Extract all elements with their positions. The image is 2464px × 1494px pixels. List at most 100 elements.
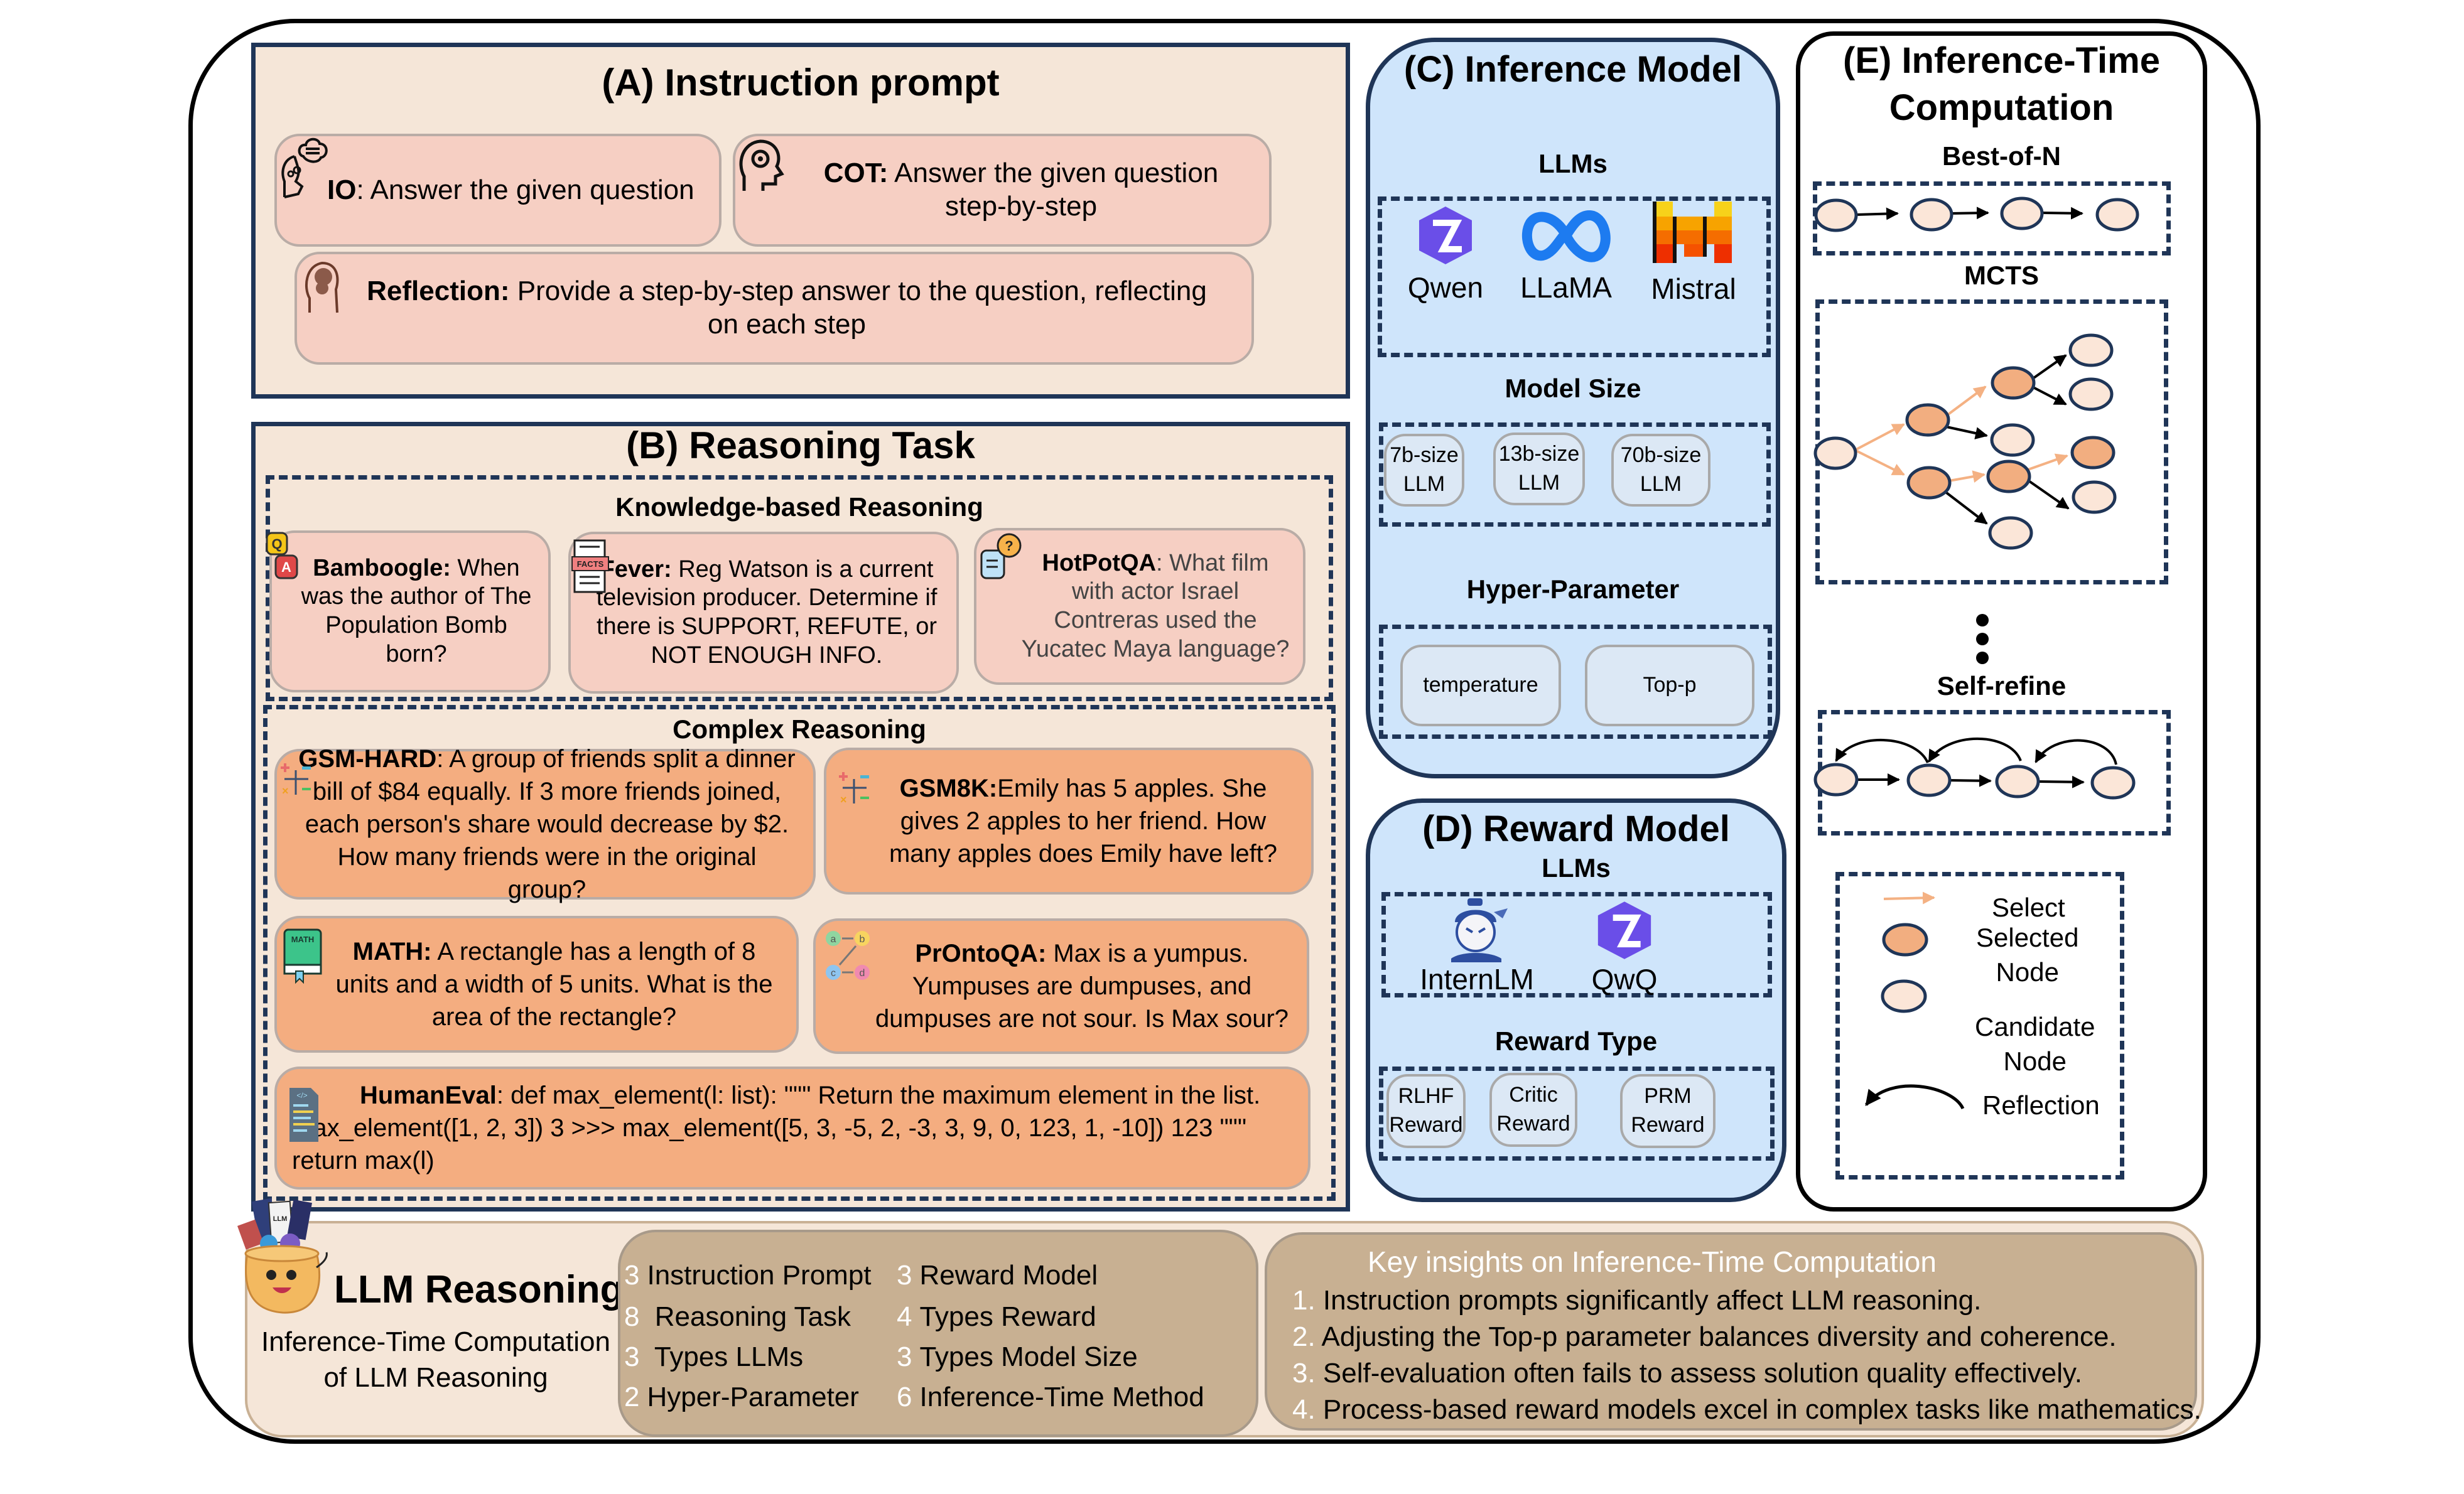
knowledge-reasoning-title: Knowledge-based Reasoning [615,492,983,522]
edge [2031,354,2067,380]
insight-item: 2. Adjusting the Top-p parameter balance… [1292,1321,2117,1352]
edge [1943,490,1988,525]
select-edge [2028,453,2068,471]
insight-item: 4. Process-based reward models excel in … [1292,1394,2202,1425]
code-file-icon: </> [289,1088,318,1142]
legend-glyphs [1865,891,1965,1110]
prompt-cot-text: COT: Answer the given question step-by-s… [823,158,1219,222]
inference-model-panel: (C) Inference Model LLMs Qwen LLaMA Mist… [1366,38,1780,778]
selected-node-icon [1882,923,1928,957]
task-card-math: MATH MATH: A rectangle has a length of 8… [274,916,799,1053]
hyper-label: Top-p [1643,673,1697,697]
hyper-top-p: Top-p [1585,645,1754,726]
stat-item: 3 Types LLMs [624,1341,804,1372]
edge [1947,774,1992,787]
candidate-node [1906,763,1952,797]
inference-time-diagrams [1813,196,2139,1110]
prompt-io-text: IO: Answer the given question [327,174,694,205]
stat-item: 8 Reasoning Task [624,1301,851,1332]
svg-text:×: × [282,785,289,797]
reward-llms-title: LLMs [1542,853,1611,883]
reflection-edge [1928,738,2022,763]
candidate-node [2090,766,2136,800]
candidate-node [2000,196,2044,230]
svg-text:×: × [840,793,847,806]
method-mcts-title: MCTS [1964,261,2039,290]
edge [1946,426,1988,439]
select-edge [1856,449,1905,476]
model-size-title: Model Size [1505,374,1641,403]
knowledge-reasoning-group: Knowledge-based Reasoning [266,475,1333,701]
facts-document-icon: FACTS [571,539,609,593]
hyper-label: temperature [1423,673,1538,697]
reward-model-title: (D) Reward Model [1422,809,1730,849]
llm-name: InternLM [1420,963,1534,996]
question-chat-icon: ? [980,533,1022,579]
mcts-group [1815,299,2168,584]
llm-reasoning-bag-mascot-icon: LLM [237,1198,328,1314]
svg-text:FACTS: FACTS [577,559,604,569]
reward-llms-group [1381,892,1772,997]
fever-text: Fever: Reg Watson is a current televisio… [596,556,938,669]
complex-reasoning-title: Complex Reasoning [673,714,926,744]
math-operators-icon: × [281,763,311,797]
best-of-n-diagram [1814,196,2139,232]
hotpotqa-text: HotPotQA: What film with actor Israel Co… [1021,549,1290,662]
candidate-node-icon [1881,979,1927,1013]
head-thought-icon [281,137,328,198]
candidate-node [1988,516,2033,550]
math-book-icon: MATH [283,928,322,984]
mistral-logo-icon [1653,202,1732,263]
method-best-of-n-title: Best-of-N [1942,141,2061,171]
llm-name: LLaMA [1520,271,1612,304]
title-line: (E) Inference-Time [1843,40,2160,81]
reflection-edge [2034,739,2117,765]
svg-text:d: d [860,968,865,979]
meta-infinity-logo-icon [1521,210,1611,262]
hyper-temperature: temperature [1400,645,1561,726]
model-size-group [1379,422,1771,527]
summary-bar: LLM LLM Reasoning Inference-Time Computa… [237,1198,2204,1438]
reward-model-panel: (D) Reward Model LLMs InternLM QwQ Rewar… [1366,798,1786,1202]
inference-llms-group [1378,196,1771,357]
outer-frame [188,19,2261,1444]
svg-text:Q: Q [271,536,282,552]
candidate-node [2095,198,2139,232]
svg-text:c: c [831,968,836,979]
instruction-prompt-title: (A) Instruction prompt [602,62,1000,104]
more-methods-ellipsis [1976,614,1989,664]
insight-item: 3. Self-evaluation often fails to assess… [1292,1358,2082,1389]
gsm-hard-text: GSM-HARD: A group of friends split a din… [298,745,796,903]
svg-text:a: a [831,934,836,945]
edge [2031,385,2067,406]
select-edge [1856,423,1905,451]
prontoqa-text: PrOntoQA: Max is a yumpus. Yumpuses are … [875,940,1289,1033]
edge [2026,478,2070,510]
svg-text:LLM: LLM [273,1215,288,1223]
task-card-fever: FACTS Fever: Reg Watson is a current tel… [568,532,959,694]
svg-text:MATH: MATH [291,935,315,944]
selected-node [1905,403,1950,437]
task-card-gsm8k: × GSM8K:Emily has 5 apples. She gives 2 … [824,748,1314,895]
candidate-node [1813,436,1857,470]
task-card-hotpotqa: ? HotPotQA: What film with actor Israel … [974,528,1305,685]
reflection-edge [1835,738,1929,763]
llm-qwen: Qwen [1402,204,1489,304]
prompt-card-reflection: Reflection: Provide a step-by-step answe… [294,252,1254,365]
internlm-logo-icon [1451,898,1508,962]
head-gear-icon [739,139,784,191]
candidate-node [2068,333,2114,367]
reasoning-task-title: (B) Reasoning Task [626,424,975,466]
